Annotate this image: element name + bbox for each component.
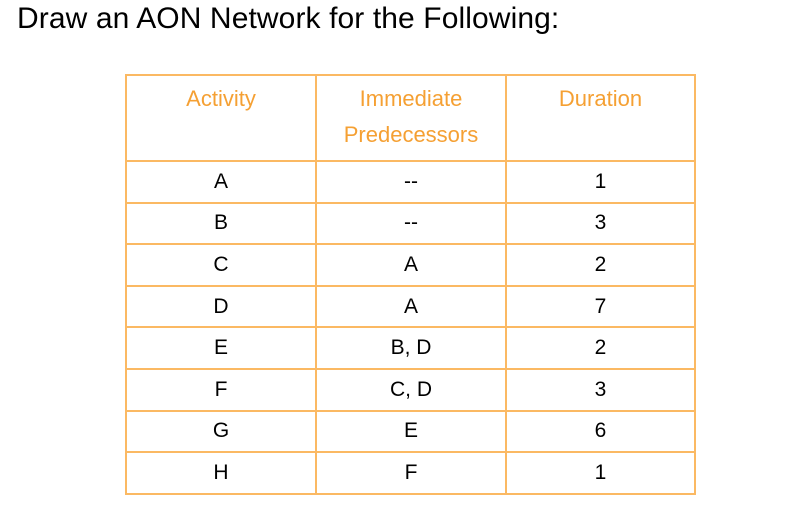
cell-duration: 1 [505,160,696,204]
activity-table: Activity Immediate Predecessors Duration… [125,74,696,495]
cell-activity: B [125,201,317,246]
cell-predecessors: F [315,451,507,495]
table-row: D A 7 [125,284,696,329]
cell-activity: F [125,367,317,412]
cell-predecessors: C, D [315,367,507,412]
header-predecessors: Immediate Predecessors [315,74,507,162]
cell-predecessors: A [315,243,507,287]
header-duration-label: Duration [558,86,643,111]
table-row: C A 2 [125,243,696,287]
header-predecessors-line1: Immediate [359,86,463,111]
table-row: F C, D 3 [125,367,696,412]
cell-activity: H [125,451,317,495]
table-row: B -- 3 [125,201,696,246]
cell-predecessors: -- [315,201,507,246]
cell-duration: 2 [505,326,696,370]
header-activity: Activity [125,74,317,162]
cell-duration: 2 [505,243,696,287]
cell-activity: A [125,160,317,204]
cell-duration: 1 [505,451,696,495]
table-row: G E 6 [125,409,696,454]
cell-duration: 3 [505,367,696,412]
cell-activity: G [125,409,317,454]
page-title: Draw an AON Network for the Following: [17,2,560,35]
cell-predecessors: A [315,284,507,329]
table-row: A -- 1 [125,160,696,204]
cell-predecessors: B, D [315,326,507,370]
cell-predecessors: E [315,409,507,454]
header-duration: Duration [505,74,696,162]
cell-predecessors: -- [315,160,507,204]
cell-duration: 3 [505,201,696,246]
table-row: E B, D 2 [125,326,696,370]
header-predecessors-line2: Predecessors [343,122,479,147]
table-row: H F 1 [125,451,696,495]
cell-duration: 7 [505,284,696,329]
header-activity-label: Activity [186,86,256,111]
cell-activity: E [125,326,317,370]
cell-duration: 6 [505,409,696,454]
table-header-row: Activity Immediate Predecessors Duration [125,74,696,162]
cell-activity: D [125,284,317,329]
cell-activity: C [125,243,317,287]
